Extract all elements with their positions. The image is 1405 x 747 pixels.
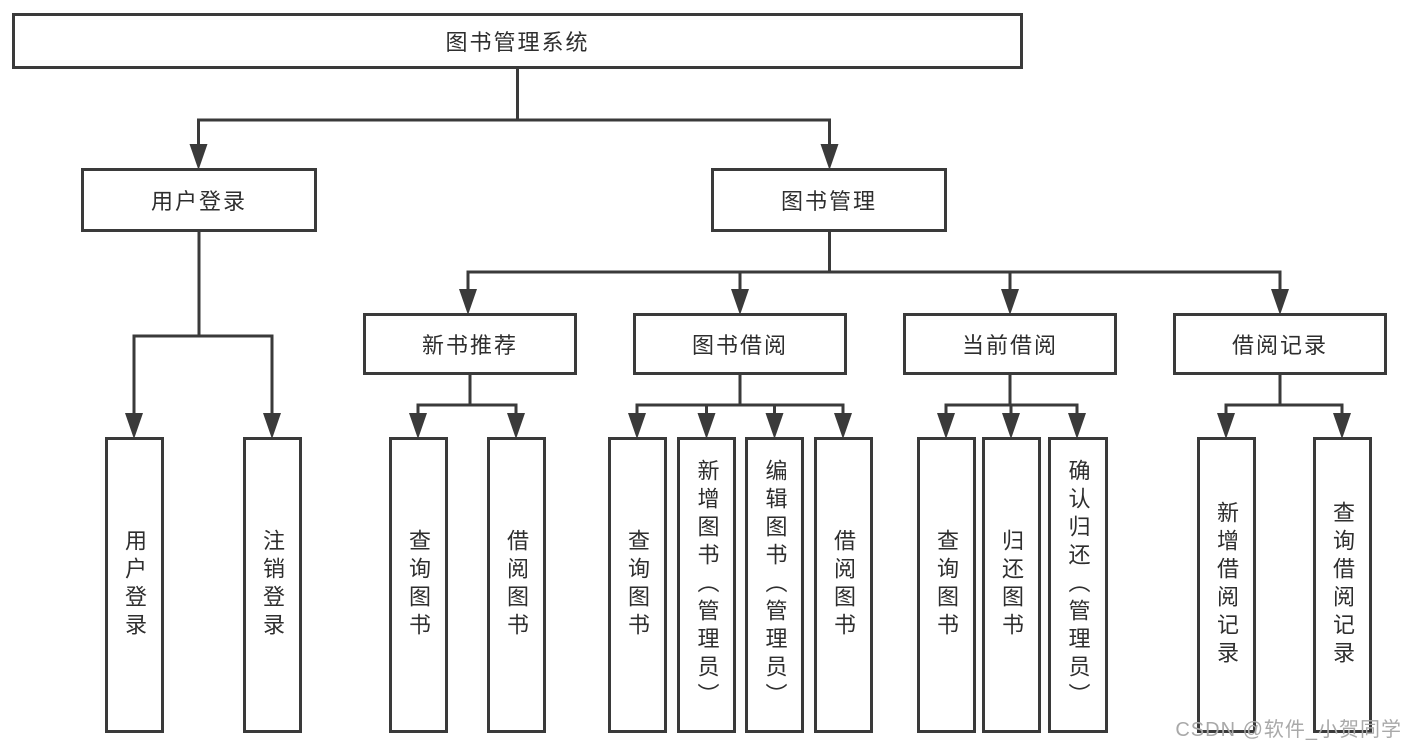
leaf-logout-label: 注销登录 xyxy=(260,529,285,641)
leaf-bb-add-books-admin-label: 新增图书（管理员） xyxy=(694,459,720,711)
node-borrowing-records-label: 借阅记录 xyxy=(1231,333,1328,358)
leaf-bb-query-books: 查询图书 xyxy=(607,437,667,733)
leaf-br-query-record-label: 查询借阅记录 xyxy=(1330,501,1355,669)
leaf-cb-confirm-return-admin: 确认归还（管理员） xyxy=(1047,437,1108,733)
leaf-bb-query-books-label: 查询图书 xyxy=(625,529,650,641)
node-current-borrowing-label: 当前借阅 xyxy=(961,333,1058,358)
node-book-management-label: 图书管理 xyxy=(780,189,877,214)
node-current-borrowing: 当前借阅 xyxy=(903,313,1117,375)
leaf-br-add-record: 新增借阅记录 xyxy=(1196,437,1256,733)
connector-current-borrowing-to-children xyxy=(937,375,1086,439)
leaf-nbr-borrow-books-label: 借阅图书 xyxy=(504,529,529,641)
csdn-watermark: CSDN @软件_小贺同学 xyxy=(1175,719,1402,741)
leaf-bb-edit-books-admin-label: 编辑图书（管理员） xyxy=(762,459,788,711)
leaf-bb-add-books-admin: 新增图书（管理员） xyxy=(677,437,736,733)
node-new-book-recommend: 新书推荐 xyxy=(363,313,577,375)
node-book-management: 图书管理 xyxy=(711,168,947,232)
connector-root-to-level2 xyxy=(189,69,839,170)
connector-book-management-to-children xyxy=(459,232,1289,315)
leaf-cb-return-books-label: 归还图书 xyxy=(999,529,1024,641)
leaf-cb-return-books: 归还图书 xyxy=(981,437,1041,733)
connector-new-book-recommend-to-children xyxy=(409,375,525,439)
connector-user-login-to-children xyxy=(125,232,281,439)
node-user-login-label: 用户登录 xyxy=(150,189,247,214)
node-borrowing-records: 借阅记录 xyxy=(1173,313,1387,375)
leaf-br-add-record-label: 新增借阅记录 xyxy=(1214,501,1239,669)
leaf-nbr-query-books: 查询图书 xyxy=(388,437,448,733)
leaf-bb-edit-books-admin: 编辑图书（管理员） xyxy=(745,437,804,733)
leaf-nbr-borrow-books: 借阅图书 xyxy=(486,437,546,733)
leaf-bb-borrow-books: 借阅图书 xyxy=(813,437,873,733)
node-root: 图书管理系统 xyxy=(12,13,1023,69)
connector-borrowing-records-to-children xyxy=(1217,375,1351,439)
leaf-logout: 注销登录 xyxy=(242,437,302,733)
node-root-label: 图书管理系统 xyxy=(445,30,590,55)
node-book-borrowing: 图书借阅 xyxy=(633,313,847,375)
node-user-login: 用户登录 xyxy=(81,168,317,232)
leaf-cb-confirm-return-admin-label: 确认归还（管理员） xyxy=(1065,459,1091,711)
leaf-nbr-query-books-label: 查询图书 xyxy=(406,529,431,641)
connector-book-borrowing-to-children xyxy=(628,375,852,439)
leaf-cb-query-books: 查询图书 xyxy=(916,437,976,733)
leaf-cb-query-books-label: 查询图书 xyxy=(934,529,959,641)
leaf-br-query-record: 查询借阅记录 xyxy=(1312,437,1372,733)
leaf-bb-borrow-books-label: 借阅图书 xyxy=(831,529,856,641)
node-new-book-recommend-label: 新书推荐 xyxy=(421,333,518,358)
node-book-borrowing-label: 图书借阅 xyxy=(691,333,788,358)
leaf-user-login: 用户登录 xyxy=(104,437,164,733)
leaf-user-login-label: 用户登录 xyxy=(122,529,147,641)
